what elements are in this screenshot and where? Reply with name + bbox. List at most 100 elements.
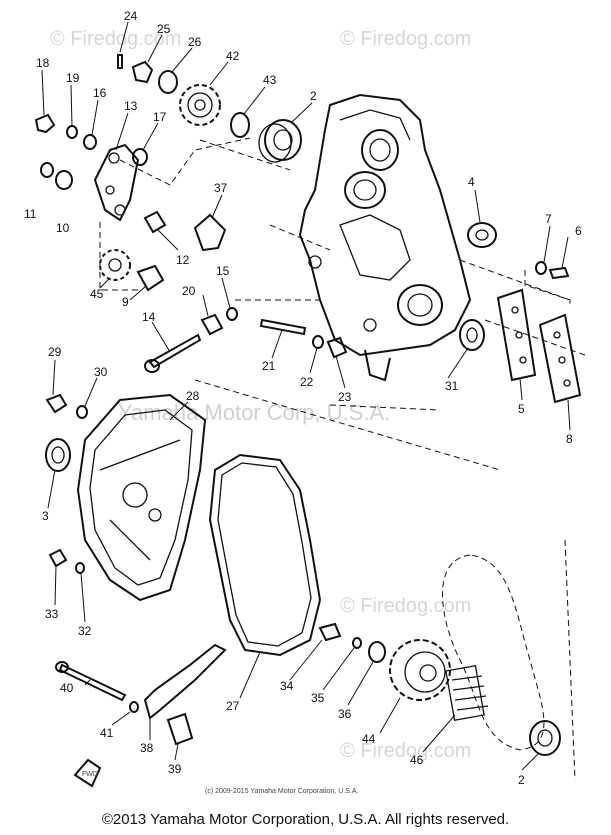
plate-5	[496, 288, 537, 382]
washer-30	[76, 405, 88, 419]
washer-19	[66, 125, 78, 139]
part-label: 17	[153, 110, 167, 124]
bolt-21	[259, 318, 307, 336]
watermark-site: © Firedog.com	[340, 595, 471, 617]
part-label: 28	[186, 389, 200, 403]
washer-32	[75, 562, 85, 574]
bolt-34	[318, 622, 342, 642]
part-label: 5	[518, 402, 525, 416]
part-label: 14	[142, 310, 156, 324]
part-label: 3	[42, 509, 49, 523]
part-label: 2	[518, 773, 525, 787]
chaincase-housing	[298, 93, 472, 382]
part-label: 33	[45, 607, 59, 621]
sprocket-45	[99, 249, 131, 281]
watermark-brand: Yamaha Motor Corp, U.S.A.	[118, 400, 390, 425]
part-label: 32	[78, 624, 92, 638]
svg-text:FWD: FWD	[82, 771, 98, 778]
washer-16	[83, 134, 97, 150]
washer-11	[40, 162, 54, 178]
bolt-33	[48, 548, 68, 568]
small-copyright-notice: (c) 2009-2015 Yamaha Motor Corporation, …	[205, 788, 358, 795]
part-label: 29	[48, 345, 62, 359]
part-labels: 24 25 26 42 43 18 19 16 13 17 2 11 10 37…	[24, 9, 582, 787]
spacer-39	[166, 712, 194, 746]
part-label: 46	[410, 753, 424, 767]
washer-26	[158, 70, 178, 94]
seal-4	[467, 222, 497, 248]
nut-23	[326, 336, 348, 359]
part-label: 26	[188, 35, 202, 49]
chaincase-cover-28	[76, 393, 207, 602]
part-label: 31	[445, 379, 459, 393]
part-label: 34	[280, 679, 294, 693]
part-label: 36	[338, 707, 352, 721]
copyright-footer: ©2013 Yamaha Motor Corporation, U.S.A. A…	[101, 811, 510, 828]
part-label: 13	[124, 99, 138, 113]
part-label: 27	[226, 699, 240, 713]
seal-31	[459, 319, 485, 351]
washer-43	[230, 112, 250, 138]
sprocket-44	[389, 639, 451, 701]
part-label: 39	[168, 762, 182, 776]
fitting-37	[193, 213, 227, 252]
part-label: 45	[90, 287, 104, 301]
washer-7	[535, 261, 547, 275]
sprocket-42	[179, 84, 221, 126]
plate-8	[538, 313, 582, 404]
part-label: 18	[36, 56, 50, 70]
bushing-12	[143, 210, 167, 234]
bolt-29	[45, 393, 68, 414]
washer-10	[55, 170, 73, 190]
part-label: 15	[216, 264, 230, 278]
bolt-6	[548, 266, 570, 280]
bearing-2-top	[258, 119, 302, 163]
part-label: 30	[94, 365, 108, 379]
washer-36	[368, 641, 386, 663]
part-label: 7	[545, 212, 552, 226]
part-label: 23	[338, 390, 352, 404]
bolt-18	[34, 113, 56, 134]
part-label: 20	[182, 284, 196, 298]
part-label: 12	[176, 253, 190, 267]
assembly-guides	[99, 137, 586, 781]
part-label: 22	[300, 375, 314, 389]
washer-17	[132, 148, 148, 166]
part-label: 6	[575, 224, 582, 238]
watermark-site: © Firedog.com	[340, 740, 471, 762]
part-label: 35	[311, 691, 325, 705]
washer-22	[312, 335, 324, 349]
part-label: 2	[310, 89, 317, 103]
gasket-27	[208, 453, 322, 657]
bolt-40	[58, 663, 127, 702]
part-label: 11	[24, 207, 37, 221]
part-label: 41	[100, 726, 114, 740]
bracket-38	[143, 643, 227, 720]
watermark-site: © Firedog.com	[50, 28, 181, 50]
washer-15	[226, 307, 238, 321]
leader-lines	[41, 21, 571, 771]
part-label: 16	[93, 86, 107, 100]
part-label: 40	[60, 681, 74, 695]
part-label: 43	[263, 73, 277, 87]
drive-chain-outline	[442, 554, 545, 751]
watermark-site: © Firedog.com	[340, 28, 471, 50]
washer-41	[129, 701, 139, 713]
part-label: 24	[124, 9, 138, 23]
seal-3	[45, 438, 71, 472]
part-label: 42	[226, 49, 240, 63]
tensioner-arm-13	[93, 143, 140, 222]
part-label: 44	[362, 732, 376, 746]
part-label: 25	[157, 22, 171, 36]
chain-46	[445, 665, 489, 721]
pin-24	[117, 54, 123, 69]
bolt-14	[148, 333, 202, 369]
forward-arrow-icon: FWD	[73, 758, 102, 788]
watermarks: © Firedog.com © Firedog.com © Firedog.co…	[50, 28, 471, 762]
part-label: 10	[56, 221, 70, 235]
nut-25	[131, 60, 154, 84]
part-label: 4	[468, 175, 475, 189]
nut-20	[200, 313, 224, 336]
roller-9	[136, 264, 165, 292]
